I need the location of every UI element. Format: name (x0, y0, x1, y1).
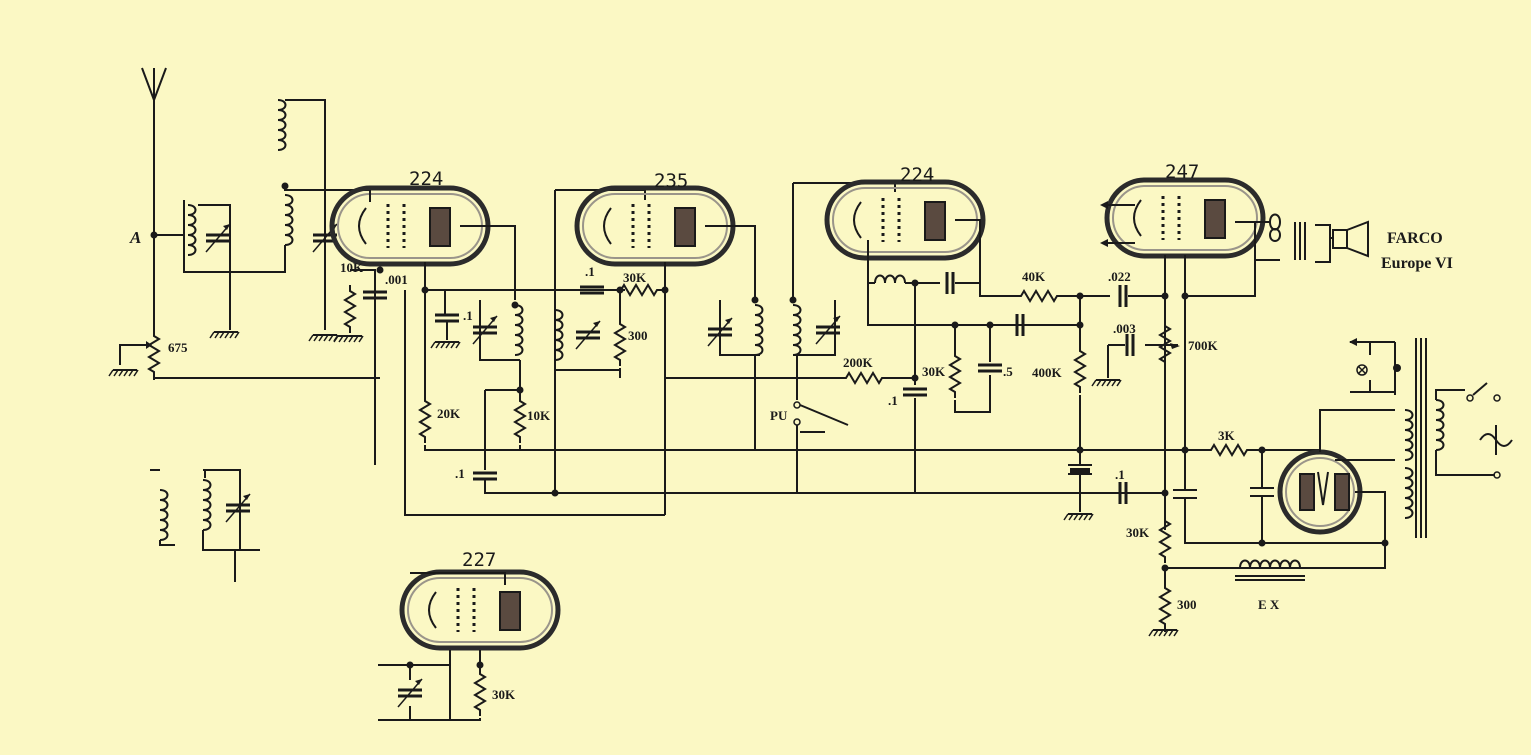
r-200k-label: 200K (843, 355, 874, 370)
r-10k-label: 10K (340, 260, 364, 275)
title-line-2: Europe VI (1381, 255, 1453, 272)
if-transformer-1: 10K .1 (455, 189, 1165, 497)
c-1c-label: .1 (455, 466, 465, 481)
power-supply: 3K E X (1165, 338, 1513, 612)
r-30k-c-label: 30K (1126, 525, 1150, 540)
c-1b-label: .1 (585, 264, 595, 279)
r-700k-label: 700K (1188, 338, 1219, 353)
r-30k-d-label: 30K (492, 687, 516, 702)
c-022-label: .022 (1108, 269, 1131, 284)
r-30k-a-label: 30K (623, 270, 647, 285)
r-10k-b-label: 10K (527, 408, 551, 423)
title-line-1: FARCO (1387, 230, 1443, 247)
tube-224-detector: 224 40K .022 .1 30K .5 400K (827, 164, 1169, 521)
tube-3-label: 224 (900, 164, 934, 186)
r-400k-label: 400K (1032, 365, 1063, 380)
tube-235-if: 235 .1 30K 300 (577, 170, 756, 515)
c-1a-label: .1 (463, 308, 473, 323)
c-003-label: .003 (1113, 321, 1136, 336)
r-40k-label: 40K (1022, 269, 1046, 284)
oscillator-coil (150, 469, 260, 582)
r-300-b-label: 300 (1177, 597, 1197, 612)
tube-1-label: 224 (409, 168, 443, 190)
tube-4-label: 247 (1165, 161, 1199, 183)
antenna-section: A 675 (108, 67, 380, 380)
c-001-label: .001 (385, 272, 408, 287)
c-1d-label: .1 (888, 393, 898, 408)
ex-label: E X (1258, 597, 1280, 612)
tube-2-label: 235 (654, 170, 688, 192)
c-1e-label: .1 (1115, 467, 1125, 482)
pot-675-label: 675 (168, 340, 188, 355)
r-3k-label: 3K (1218, 428, 1236, 443)
if-transformer-2: PU 200K (665, 182, 915, 493)
antenna-label: A (129, 228, 141, 247)
c-5-label: .5 (1003, 364, 1013, 379)
rf-input-coil (183, 99, 370, 342)
tube-247-output: 247 FARCO Europe VI .003 700K .1 30K 300 (1080, 161, 1453, 637)
tube-227-oscillator: 227 30K (378, 549, 558, 721)
r-30k-b-label: 30K (922, 364, 946, 379)
tube-224-rf: 224 10K .001 20K .1 (332, 168, 665, 516)
pu-label: PU (770, 408, 788, 423)
r-300-a-label: 300 (628, 328, 648, 343)
r-20k-label: 20K (437, 406, 461, 421)
tube-5-label: 227 (462, 549, 496, 571)
